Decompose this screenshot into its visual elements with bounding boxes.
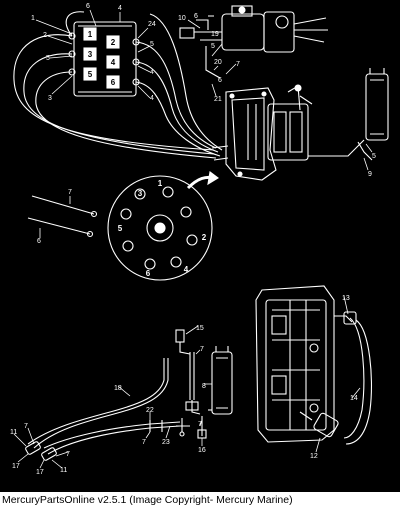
- callout-5-right: 5: [150, 41, 154, 48]
- callout-18: 18: [114, 385, 122, 392]
- engine-powerhead: [211, 84, 313, 181]
- block-cyl-1: 1: [88, 30, 93, 39]
- fuel-filter-right: [308, 68, 389, 161]
- callout-5-pump: 5: [211, 43, 215, 50]
- copyright-caption: MercuryPartsOnline v2.5.1 (Image Copyrig…: [0, 492, 400, 508]
- callout-4-mid: 4: [150, 69, 154, 76]
- callout-3: 3: [48, 95, 52, 102]
- dial-cyl-4: 4: [184, 265, 189, 274]
- callout-17-left: 17: [12, 463, 20, 470]
- callout-4-low: 4: [150, 95, 154, 102]
- callout-22: 22: [146, 407, 154, 414]
- callout-13: 13: [342, 295, 350, 302]
- hose-bundle: [13, 11, 223, 159]
- loose-hoses: [27, 195, 98, 238]
- callout-1: 1: [31, 15, 35, 22]
- callout-7-line: 7: [200, 346, 204, 353]
- callout-7-hose: 7: [68, 189, 72, 196]
- callout-21: 21: [214, 96, 222, 103]
- callout-24: 24: [148, 21, 156, 28]
- callout-5-left: 5: [46, 55, 50, 62]
- callout-5-filter: 5: [372, 153, 376, 160]
- dial-cyl-2: 2: [202, 233, 207, 242]
- parts-diagram: 1 2 3 4 5 6 1 2 3 4 5 6 1 2 5 3 6 4 24 5…: [0, 0, 400, 492]
- callout-6-pump: 6: [194, 13, 198, 20]
- dial-cyl-3: 3: [138, 189, 143, 198]
- block-cyl-2: 2: [111, 38, 116, 47]
- callout-15: 15: [196, 325, 204, 332]
- block-cyl-4: 4: [111, 58, 116, 67]
- block-cyl-5: 5: [88, 70, 93, 79]
- callout-19: 19: [211, 31, 219, 38]
- callout-6-mid: 6: [218, 77, 222, 84]
- callout-7-pump: 7: [236, 61, 240, 68]
- callout-14: 14: [350, 395, 358, 402]
- block-cyl-6: 6: [111, 78, 116, 87]
- callout-leaders: [13, 9, 373, 469]
- callout-7-left: 7: [24, 423, 28, 430]
- callout-10: 10: [178, 15, 186, 22]
- callout-11-right: 11: [60, 467, 67, 474]
- callout-2: 2: [43, 32, 47, 39]
- callout-11-left: 11: [10, 429, 17, 436]
- callout-7-bottom-a: 7: [142, 439, 146, 446]
- callout-4-top: 4: [118, 5, 122, 12]
- callout-23: 23: [162, 439, 170, 446]
- callout-16: 16: [198, 447, 206, 454]
- oil-pump-assembly: [179, 5, 328, 79]
- callout-8: 8: [202, 383, 206, 390]
- cylinder-block: [68, 21, 140, 97]
- callout-6-top: 6: [86, 3, 90, 10]
- callout-9: 9: [368, 171, 372, 178]
- callout-7-bottom-b: 7: [198, 421, 202, 428]
- diagram-svg: 1 2 3 4 5 6 1 2 3 4 5 6 1 2 5 3 6 4 24 5…: [10, 3, 389, 476]
- lower-powerhead: [255, 285, 372, 445]
- callout-7-right: 7: [66, 451, 70, 458]
- callout-20: 20: [214, 59, 222, 66]
- dial-cyl-1: 1: [158, 179, 163, 188]
- dial-cyl-6: 6: [146, 269, 151, 278]
- callout-6-hose: 6: [37, 238, 41, 245]
- callout-12: 12: [310, 453, 318, 460]
- block-cyl-3: 3: [88, 50, 93, 59]
- firing-order-dial: [107, 171, 219, 281]
- fuel-line-assembly: [25, 329, 233, 461]
- dial-cyl-5: 5: [118, 224, 123, 233]
- callout-17-right: 17: [36, 469, 44, 476]
